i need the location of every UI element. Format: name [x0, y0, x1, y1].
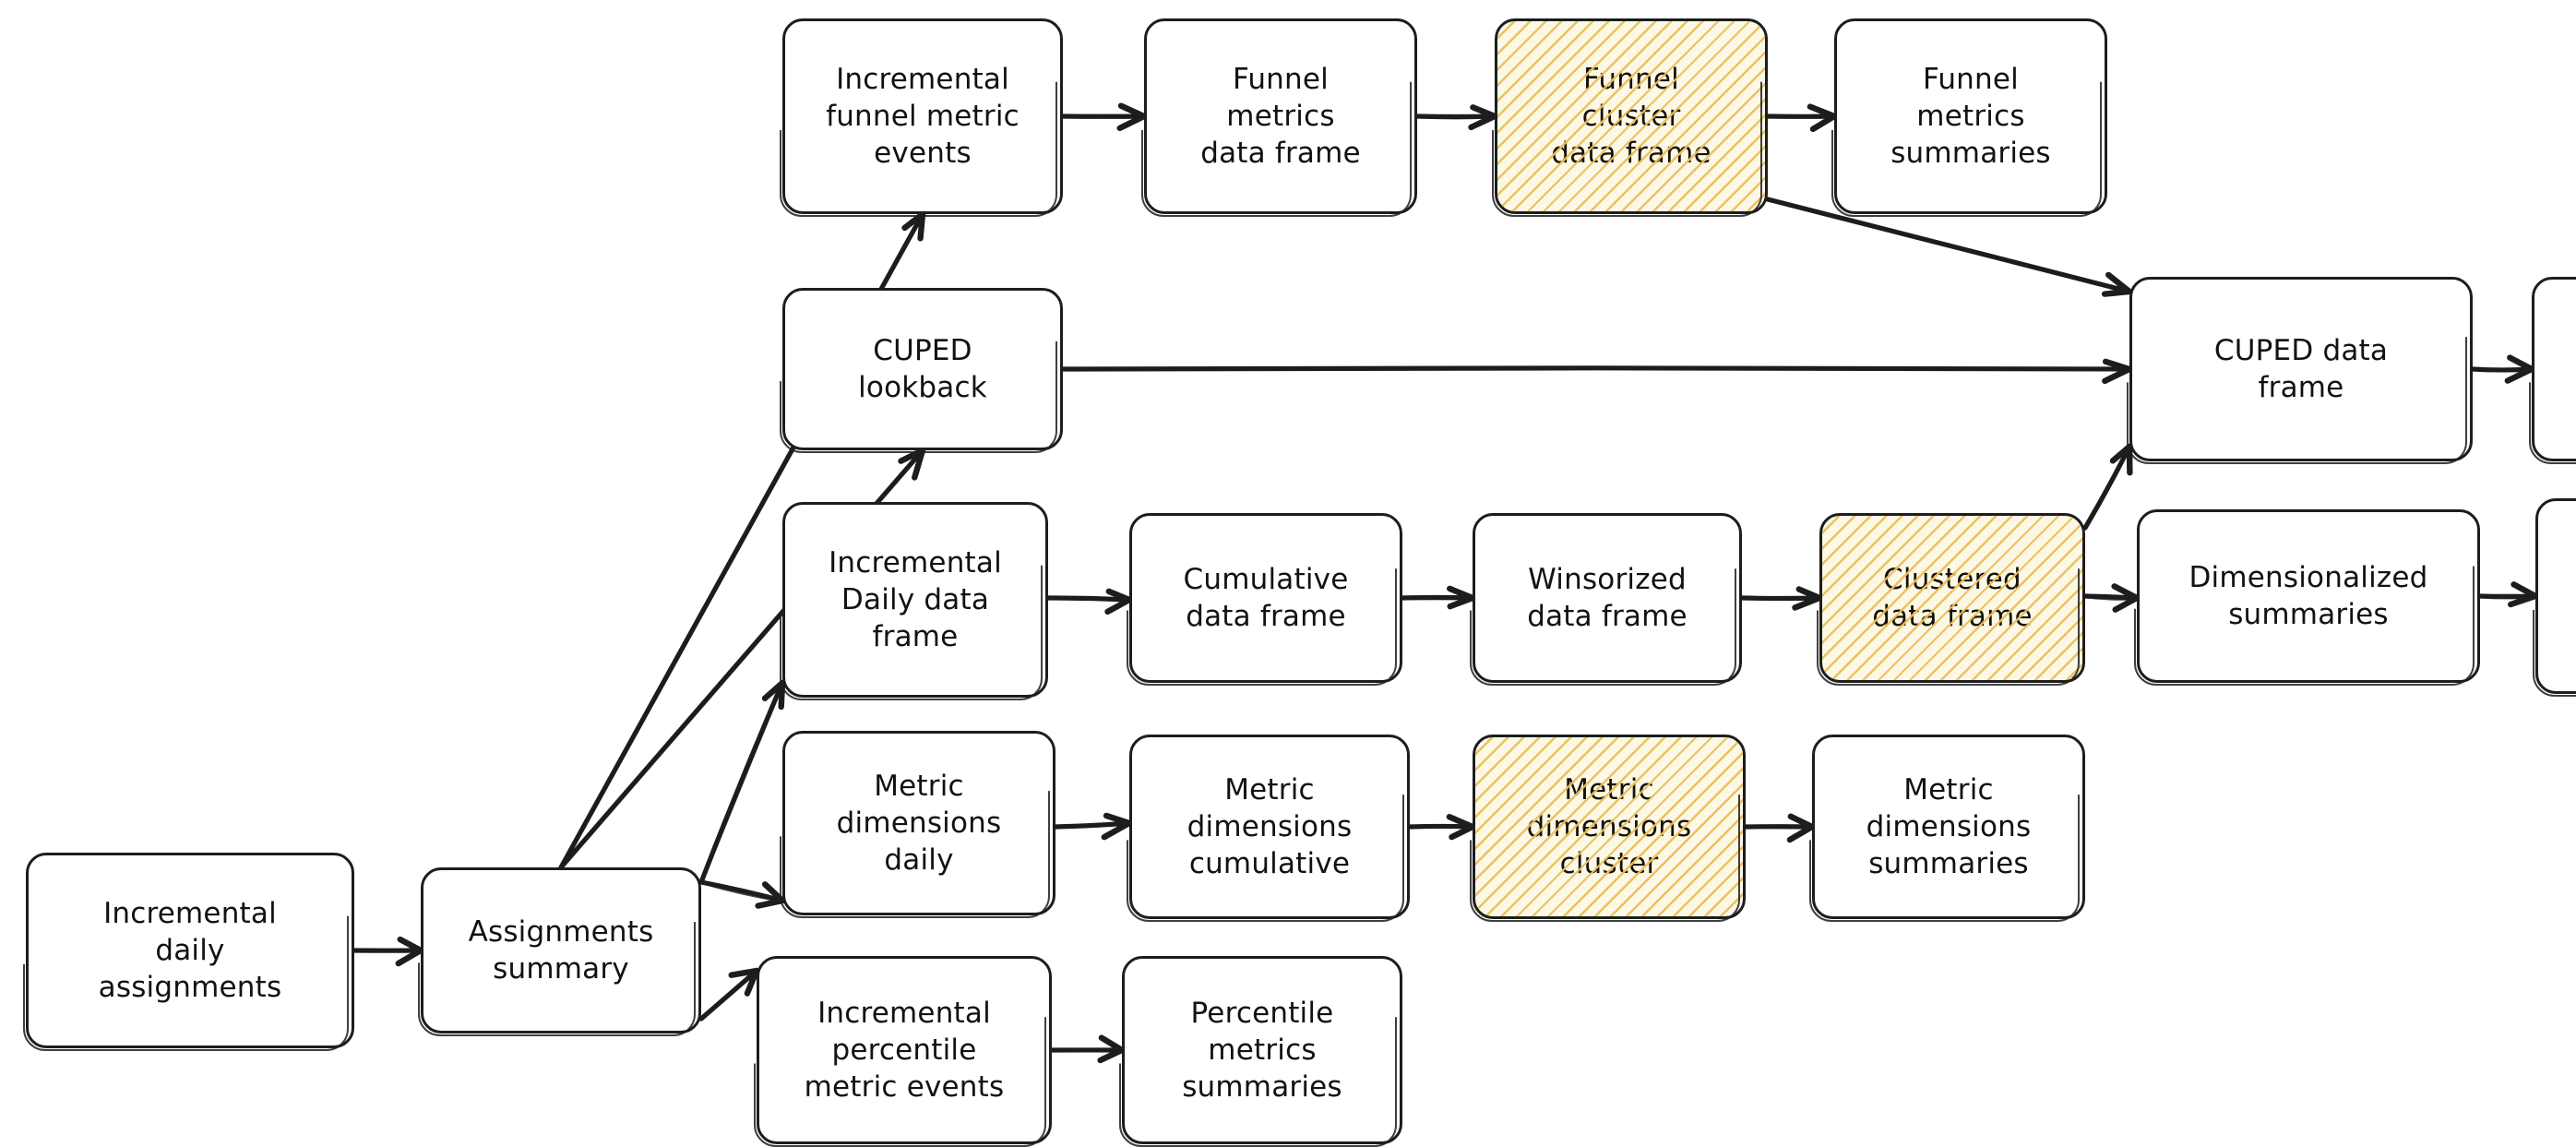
node-incremental-daily-assignments[interactable]: Incremental daily assignments — [26, 853, 354, 1048]
node-metric-dimensions-daily[interactable]: Metric dimensions daily — [782, 731, 1055, 915]
node-winsorized-data-frame[interactable]: Winsorized data frame — [1473, 513, 1742, 683]
node-metric-dimensions-cumulative[interactable]: Metric dimensions cumulative — [1129, 735, 1410, 919]
node-clustered-data-frame[interactable]: Clustered data frame — [1819, 513, 2085, 683]
node-label: Funnel metrics data frame — [1200, 61, 1361, 173]
node-funnel-metrics-summaries[interactable]: Funnel metrics summaries — [1834, 18, 2107, 214]
node-label: Incremental percentile metric events — [805, 995, 1005, 1106]
node-label: Assignments summary — [469, 914, 654, 988]
edge-assignments-summary--to--incremental-percentile-metric-events — [701, 971, 757, 1019]
edge-clustered-data-frame--to--dimensionalized-summaries — [2085, 586, 2137, 609]
edge-assignments-summary--to--incremental-daily-data-frame — [701, 683, 783, 882]
node-metric-dimensions-summaries[interactable]: Metric dimensions summaries — [1812, 735, 2085, 919]
node-label: CUPED lookback — [858, 332, 987, 407]
node-label: Incremental funnel metric events — [826, 61, 1020, 173]
edge-clustered-data-frame--to--cuped-data-frame — [2085, 447, 2130, 528]
edge-incremental-daily-data-frame--to--cumulative-data-frame — [1048, 591, 1129, 612]
node-label: Metric dimensions cumulative — [1187, 771, 1353, 883]
edge-cuped-lookback--to--cuped-data-frame — [1063, 362, 2129, 381]
node-label: Clustered data frame — [1872, 561, 2033, 636]
node-label: Cumulative data frame — [1184, 561, 1349, 636]
edge-metric-dimensions-daily--to--metric-dimensions-cumulative — [1055, 816, 1129, 837]
node-incremental-percentile-metric-events[interactable]: Incremental percentile metric events — [757, 956, 1052, 1144]
node-cumulative-data-frame[interactable]: Cumulative data frame — [1129, 513, 1402, 683]
edge-dimensionalized-summaries--to--dimensionalized-summaries-reduced — [2480, 584, 2535, 604]
edge-metric-dimensions-cumulative--to--metric-dimensions-cluster — [1410, 817, 1473, 837]
node-label: Incremental daily assignments — [99, 895, 282, 1007]
node-cuped-lookback[interactable]: CUPED lookback — [782, 288, 1063, 450]
node-percentile-metrics-summaries[interactable]: Percentile metrics summaries — [1122, 956, 1402, 1144]
node-dimensionalized-summaries[interactable]: Dimensionalized summaries — [2137, 509, 2480, 683]
edge-winsorized-data-frame--to--clustered-data-frame — [1742, 590, 1819, 608]
edge-funnel-cluster-data-frame--to--funnel-metrics-summaries — [1768, 107, 1834, 129]
node-label: CUPED data frame — [2214, 332, 2388, 407]
edge-assignments-summary--to--metric-dimensions-daily — [701, 882, 782, 906]
node-label: Dimensionalized summaries — [2188, 559, 2427, 634]
node-label: Incremental Daily data frame — [829, 544, 1002, 656]
node-dimensionalized-summaries-reduced[interactable]: Dimensionalized summaries reduced — [2535, 498, 2576, 694]
node-label: Metric dimensions cluster — [1527, 771, 1692, 883]
node-incremental-daily-data-frame[interactable]: Incremental Daily data frame — [782, 502, 1048, 698]
edge-funnel-metrics-data-frame--to--funnel-cluster-data-frame — [1417, 107, 1495, 127]
node-label: Metric dimensions daily — [837, 768, 1002, 879]
node-cuped-data-frame[interactable]: CUPED data frame — [2129, 277, 2473, 461]
node-incremental-funnel-metric-events[interactable]: Incremental funnel metric events — [782, 18, 1063, 214]
node-funnel-cluster-data-frame[interactable]: Funnel cluster data frame — [1495, 18, 1768, 214]
node-label: Funnel cluster data frame — [1551, 61, 1711, 173]
edge-incremental-funnel-metric-events--to--funnel-metrics-data-frame — [1063, 106, 1144, 128]
node-metric-dimensions-cluster[interactable]: Metric dimensions cluster — [1473, 735, 1746, 919]
node-cuped-estimate-means[interactable]: CUPED estimate means — [2532, 277, 2576, 461]
diagram-canvas: Incremental daily assignments Assignments… — [0, 0, 2576, 1028]
edge-cuped-data-frame--to--cuped-estimate-means — [2473, 358, 2532, 381]
node-label: Metric dimensions summaries — [1866, 771, 2032, 883]
edge-cumulative-data-frame--to--winsorized-data-frame — [1402, 589, 1473, 606]
node-funnel-metrics-data-frame[interactable]: Funnel metrics data frame — [1144, 18, 1417, 214]
edge-metric-dimensions-cluster--to--metric-dimensions-summaries — [1746, 817, 1812, 840]
node-label: Percentile metrics summaries — [1182, 995, 1342, 1106]
edge-incremental-daily-assignments--to--assignments-summary — [354, 939, 421, 963]
node-label: Funnel metrics summaries — [1890, 61, 2051, 173]
node-label: Winsorized data frame — [1527, 561, 1688, 636]
node-assignments-summary[interactable]: Assignments summary — [421, 867, 701, 1033]
edge-incremental-percentile-metric-events--to--percentile-metrics-summaries — [1052, 1038, 1122, 1060]
